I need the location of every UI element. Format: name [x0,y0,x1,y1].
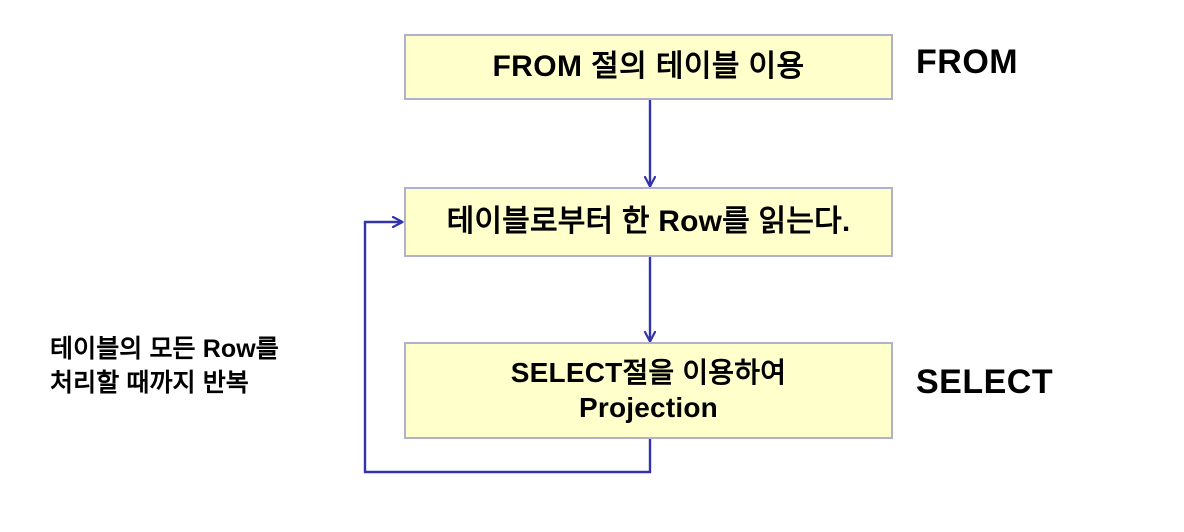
flow-node-select-projection[interactable]: SELECT절을 이용하여 Projection [404,342,893,439]
side-label-from-keyword: FROM [916,43,1019,81]
loop-annotation-label: 테이블의 모든 Row를 처리할 때까지 반복 [50,335,279,397]
side-label-select-keyword: SELECT [916,363,1054,401]
flow-node-from[interactable]: FROM 절의 테이블 이용 [404,34,893,100]
flow-node-read-row[interactable]: 테이블로부터 한 Row를 읽는다. [404,187,893,257]
